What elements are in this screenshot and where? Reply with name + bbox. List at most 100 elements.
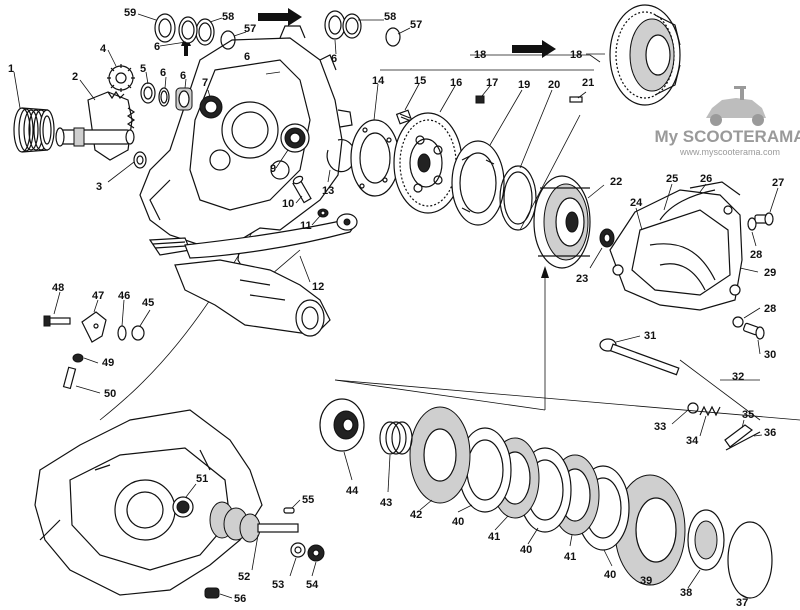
part-pin-21 xyxy=(569,96,583,103)
label-53: 53 xyxy=(272,579,284,591)
label-17: 17 xyxy=(486,77,498,89)
label-40c: 40 xyxy=(604,569,616,581)
part-circlip-57b xyxy=(385,27,401,47)
part-washer-23 xyxy=(599,228,615,248)
part-gasket-26 xyxy=(689,181,741,196)
part-circlip-37 xyxy=(727,521,773,599)
part-gasket-14 xyxy=(350,119,400,197)
part-nut-54 xyxy=(307,544,325,562)
leader-lines xyxy=(99,54,800,421)
part-washer-28a xyxy=(747,217,757,231)
label-57c: 6 xyxy=(244,51,250,63)
label-9: 9 xyxy=(270,163,276,175)
part-hub-44 xyxy=(319,398,365,452)
label-36: 36 xyxy=(764,427,776,439)
label-54: 54 xyxy=(306,579,319,591)
label-28a: 28 xyxy=(750,249,762,261)
label-40a: 40 xyxy=(452,516,464,528)
label-4: 4 xyxy=(100,43,107,55)
label-22: 22 xyxy=(610,176,622,188)
label-30: 30 xyxy=(764,349,776,361)
part-sprocket-4 xyxy=(107,64,135,92)
label-14: 14 xyxy=(372,75,385,87)
label-19: 19 xyxy=(518,79,530,91)
part-seal-59 xyxy=(154,13,176,43)
part-pin-36 xyxy=(725,431,761,451)
label-57a: 57 xyxy=(244,23,256,35)
part-ring-6b xyxy=(324,10,346,40)
label-32: 32 xyxy=(732,371,744,383)
part-lever-35 xyxy=(724,424,754,448)
part-cover-plate-38 xyxy=(687,509,725,571)
label-33: 33 xyxy=(654,421,666,433)
part-oring-33 xyxy=(687,402,699,414)
scooter-icon xyxy=(706,86,766,126)
label-29: 29 xyxy=(764,267,776,279)
part-clutch-plate-40a xyxy=(458,427,512,513)
label-41a: 41 xyxy=(488,531,500,543)
label-43: 43 xyxy=(380,497,392,509)
part-bearing-7 xyxy=(175,87,193,111)
label-3: 3 xyxy=(96,181,102,193)
arrow-top-mid xyxy=(258,8,302,26)
label-38: 38 xyxy=(680,587,692,599)
label-28b: 28 xyxy=(764,303,776,315)
part-clutch-cover-29 xyxy=(609,189,743,311)
part-washer-46 xyxy=(117,325,127,341)
label-40b: 40 xyxy=(520,544,532,556)
part-key-55 xyxy=(283,507,295,514)
watermark-url: www.myscooterama.com xyxy=(679,147,780,157)
label-41b: 41 xyxy=(564,551,576,563)
label-35: 35 xyxy=(742,409,754,421)
part-bearing-5 xyxy=(140,82,156,104)
label-58a: 58 xyxy=(222,11,234,23)
part-washer-3 xyxy=(133,151,147,169)
part-circlip-13 xyxy=(326,139,356,173)
label-50: 50 xyxy=(104,388,116,400)
label-21: 21 xyxy=(582,77,594,89)
label-2: 2 xyxy=(72,71,78,83)
part-bearing-9 xyxy=(280,123,310,153)
label-18b: 18 xyxy=(570,49,582,61)
label-58b: 58 xyxy=(384,11,396,23)
part-bolt-27 xyxy=(754,212,774,226)
watermark: My SCOOTERAMA www.myscooterama.com xyxy=(654,86,800,157)
part-pushrod-31 xyxy=(599,338,680,376)
part-clutch-disc-42 xyxy=(409,406,471,504)
part-kickstart-shaft-2 xyxy=(55,90,136,161)
label-59: 59 xyxy=(124,7,136,19)
label-27: 27 xyxy=(772,177,784,189)
part-stud-50 xyxy=(62,366,77,390)
label-39: 39 xyxy=(640,575,652,587)
label-37: 37 xyxy=(736,597,748,609)
watermark-brand: My SCOOTERAMA xyxy=(654,127,800,146)
label-47: 47 xyxy=(92,290,104,302)
label-23: 23 xyxy=(576,273,588,285)
label-34: 34 xyxy=(686,435,699,447)
label-6c: 6 xyxy=(331,53,337,65)
part-circlip-57a xyxy=(220,30,236,50)
part-spring-1 xyxy=(13,107,55,153)
label-5: 5 xyxy=(140,63,146,75)
part-bearing-51 xyxy=(172,496,194,518)
label-13: 13 xyxy=(322,185,334,197)
label-42: 42 xyxy=(410,509,422,521)
label-10: 10 xyxy=(282,198,294,210)
arrow-top-right xyxy=(512,40,556,58)
part-gasket-20 xyxy=(499,165,537,231)
label-46: 46 xyxy=(118,290,130,302)
label-8: 7 xyxy=(202,77,208,89)
part-spring-plate-19 xyxy=(451,140,505,226)
label-20: 20 xyxy=(548,79,560,91)
part-clutch-assembly-22 xyxy=(533,175,591,269)
part-seal-8 xyxy=(199,95,223,119)
label-52: 52 xyxy=(238,571,250,583)
part-clutch-gear-18 xyxy=(609,4,681,106)
label-11: 11 xyxy=(300,220,312,232)
part-washer-28b xyxy=(732,316,744,328)
label-7: 6 xyxy=(180,70,186,82)
part-nut-45 xyxy=(131,325,145,341)
label-45: 45 xyxy=(142,297,154,309)
part-cable-25 xyxy=(659,189,716,221)
